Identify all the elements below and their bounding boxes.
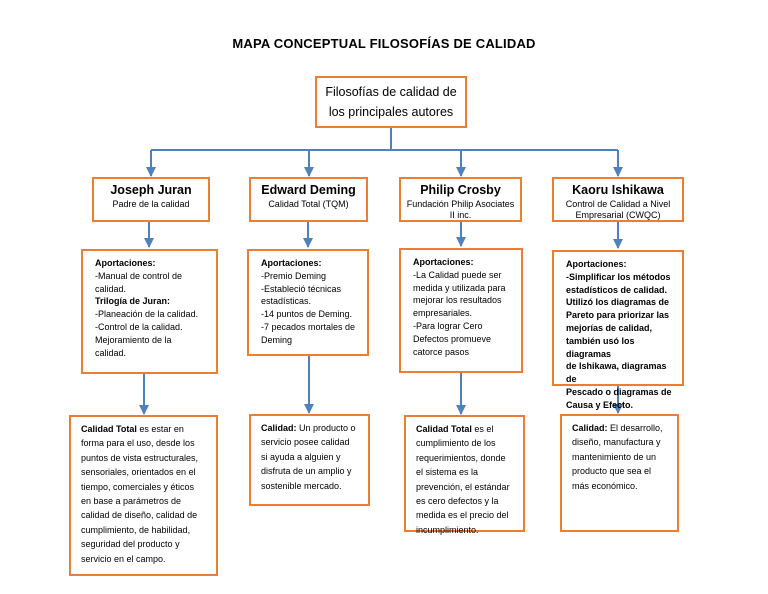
definition-line: seguridad del producto y xyxy=(81,539,180,550)
definition-box-ishikawa: Calidad: El desarrollo, diseño, manufactu… xyxy=(560,414,679,532)
definition-line: servicio en el campo. xyxy=(81,553,166,564)
definition-line: en base a parámetros de xyxy=(81,496,182,507)
definition-line: El desarrollo, xyxy=(607,423,663,433)
aportaciones-box-ishikawa: Aportaciones: -Simplificar los métodos est… xyxy=(552,250,684,410)
definition-line: medida es el precio del xyxy=(416,510,509,521)
aportaciones-line: Pareto para priorizar las xyxy=(566,310,670,321)
root-line-2: los principales autores xyxy=(328,105,454,119)
definition-line: Un producto o xyxy=(296,423,356,433)
aportaciones-line: mejorar los resultados xyxy=(413,295,502,306)
aportaciones-line: estadísticos de calidad. xyxy=(566,284,668,295)
author-name: Philip Crosby xyxy=(420,183,501,197)
definition-line: si ayuda a alguien y xyxy=(261,451,341,462)
definition-line: sostenible mercado. xyxy=(261,480,342,491)
aportaciones-line: -Estableció técnicas xyxy=(261,283,342,294)
aportaciones-line: -14 puntos de Deming. xyxy=(261,309,353,320)
aportaciones-line: estadísticas. xyxy=(261,296,312,307)
aportaciones-line: Aportaciones: xyxy=(413,257,474,267)
root-line-1: Filosofías de calidad de xyxy=(325,85,457,99)
definition-term: Calidad: xyxy=(572,423,608,433)
author-node-crosby: Philip Crosby Fundación Philip Asociates… xyxy=(399,177,522,222)
definition-term: Calidad: xyxy=(261,423,297,433)
aportaciones-line: -Manual de control de xyxy=(95,270,183,281)
aportaciones-line: -7 pecados mortales de xyxy=(261,321,356,332)
author-subtitle-line-2: II inc. xyxy=(449,210,472,220)
definition-line: producto que sea el xyxy=(572,466,652,477)
aportaciones-box-crosby: Aportaciones: -La Calidad puede ser medida… xyxy=(399,248,523,373)
definition-box-deming: Calidad: Un producto o servicio posee cal… xyxy=(249,414,370,506)
definition-term: Calidad Total xyxy=(81,424,137,434)
root-node: Filosofías de calidad de los principales… xyxy=(315,76,467,128)
aportaciones-line: de Ishikawa, diagramas de xyxy=(566,361,667,385)
definition-box-juran: Calidad Total es estar en forma para el u… xyxy=(69,415,218,576)
definition-line: prevención, el estándar xyxy=(416,481,510,492)
aportaciones-line: -Premio Deming xyxy=(261,270,327,281)
definition-line: servicio posee calidad xyxy=(261,437,350,448)
definition-line: diseño, manufactura y xyxy=(572,437,661,448)
aportaciones-line: -Planeación de la calidad. xyxy=(95,309,199,320)
definition-line: disfruta de un amplio y xyxy=(261,466,352,477)
author-subtitle: Padre de la calidad xyxy=(112,199,190,209)
author-subtitle-line-1: Fundación Philip Asociates xyxy=(406,199,515,209)
definition-term: Calidad Total xyxy=(416,424,472,434)
definition-line: sensoriales, orientados en el xyxy=(81,467,196,478)
definition-line: mantenimiento de un xyxy=(572,451,657,462)
diagram-title: MAPA CONCEPTUAL FILOSOFÍAS DE CALIDAD xyxy=(232,36,536,51)
definition-line: calidad de diseño, calidad de xyxy=(81,510,198,521)
author-node-juran: Joseph Juran Padre de la calidad xyxy=(92,177,210,222)
definition-box-crosby: Calidad Total es el cumplimiento de los re… xyxy=(404,415,525,535)
aportaciones-line: Aportaciones: xyxy=(566,259,627,269)
aportaciones-line: Trilogía de Juran: xyxy=(95,296,171,307)
definition-line: requerimientos, donde xyxy=(416,452,506,463)
aportaciones-line: medida y utilizada para xyxy=(413,282,506,293)
definition-line: el sistema es la xyxy=(416,467,479,478)
author-name: Joseph Juran xyxy=(110,183,192,197)
author-node-ishikawa: Kaoru Ishikawa Control de Calidad a Nive… xyxy=(552,177,684,222)
aportaciones-line: calidad. xyxy=(95,283,127,294)
definition-line: es estar en xyxy=(136,424,184,434)
author-subtitle-line-2: Empresarial (CWQC) xyxy=(575,210,661,220)
aportaciones-line: también usó los diagramas xyxy=(566,335,635,359)
author-name: Edward Deming xyxy=(261,183,356,197)
aportaciones-line: Utilizó los diagramas de xyxy=(566,297,670,308)
definition-line: incumplimiento. xyxy=(416,524,479,535)
aportaciones-line: catorce pasos xyxy=(413,346,470,357)
aportaciones-line: calidad. xyxy=(95,347,127,358)
definition-line: más económico. xyxy=(572,480,638,491)
aportaciones-box-juran: Aportaciones: -Manual de control de calida… xyxy=(81,249,218,374)
aportaciones-line: Pescado o diagramas de xyxy=(566,386,672,397)
definition-line: tiempo, comerciales y éticos xyxy=(81,481,195,492)
aportaciones-line: -La Calidad puede ser xyxy=(413,269,502,280)
aportaciones-line: Deming xyxy=(261,334,293,345)
definition-line: puntos de vista estructurales, xyxy=(81,452,199,463)
aportaciones-line: Aportaciones: xyxy=(261,258,322,268)
definition-line: forma para el uso, desde los xyxy=(81,438,195,449)
aportaciones-line: -Simplificar los métodos xyxy=(566,271,671,282)
author-node-deming: Edward Deming Calidad Total (TQM) xyxy=(249,177,368,222)
aportaciones-line: Mejoramiento de la xyxy=(95,334,172,345)
aportaciones-line: -Para lograr Cero xyxy=(413,320,483,331)
definition-line: es el xyxy=(471,424,494,434)
definition-line: cumplimiento, de habilidad, xyxy=(81,524,191,535)
aportaciones-line: mejorías de calidad, xyxy=(566,322,653,333)
author-subtitle-line-1: Control de Calidad a Nivel xyxy=(565,199,671,209)
author-name: Kaoru Ishikawa xyxy=(572,183,664,197)
aportaciones-line: -Control de la calidad. xyxy=(95,321,183,332)
aportaciones-line: Causa y Efecto. xyxy=(566,399,634,410)
author-subtitle: Calidad Total (TQM) xyxy=(268,199,349,209)
definition-line: cumplimiento de los xyxy=(416,438,496,449)
aportaciones-line: Defectos promueve xyxy=(413,333,492,344)
aportaciones-line: empresariales. xyxy=(413,308,473,319)
aportaciones-line: Aportaciones: xyxy=(95,258,156,268)
definition-line: es cero defectos y la xyxy=(416,496,499,507)
aportaciones-box-deming: Aportaciones: -Premio Deming -Estableció t… xyxy=(247,249,369,356)
